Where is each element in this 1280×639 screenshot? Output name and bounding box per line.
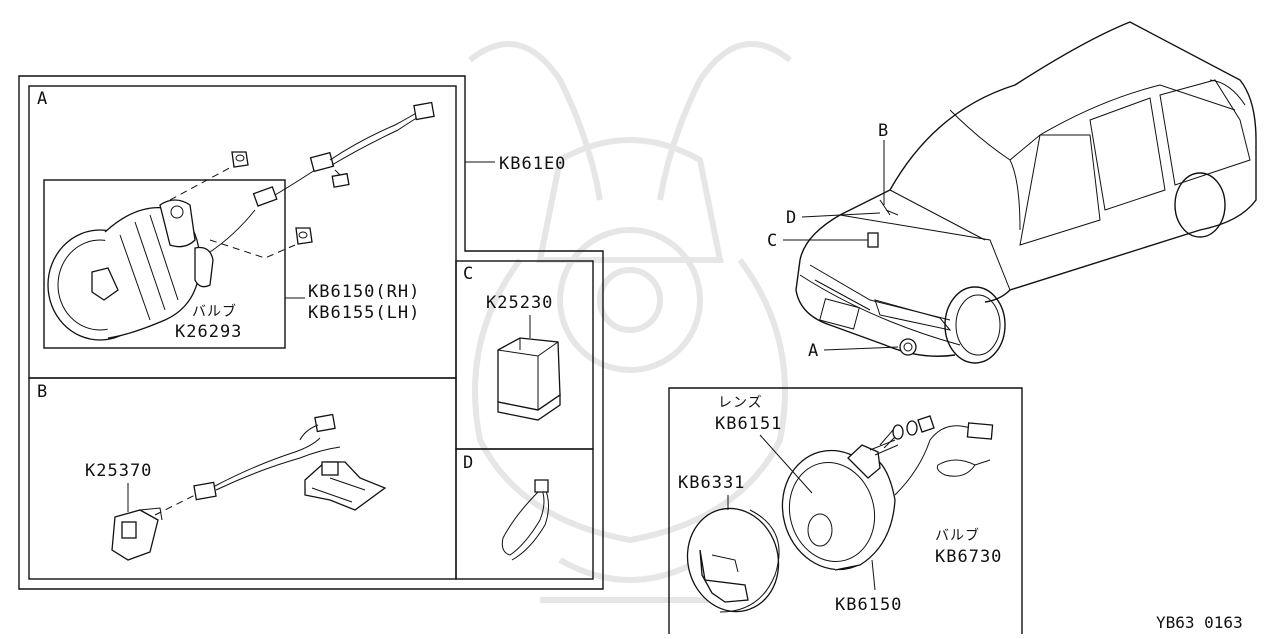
watermark-emblem [468, 41, 792, 603]
leader-lens [759, 434, 813, 494]
section-letter-d: D [463, 453, 474, 473]
section-letter-a: A [37, 89, 48, 109]
leader-lamp-detail [871, 559, 876, 591]
callout-relay: K25230 [486, 293, 553, 313]
callout-lamp-detail: KB6150 [835, 595, 902, 615]
switch-drawing [111, 413, 387, 561]
car-leader-d [801, 212, 881, 218]
part-code: YB63 0163 [1156, 613, 1243, 632]
callout-cover: KB6331 [678, 473, 745, 493]
cable-tie-drawing [501, 479, 549, 561]
callout-lens: KB6151 [715, 414, 782, 434]
car-drawing [795, 21, 1257, 364]
callout-bulb-detail: KB6730 [935, 547, 1002, 567]
car-marker-b: B [878, 121, 889, 141]
lamp-inner-box [43, 179, 286, 349]
callout-lens-jp: レンズ [718, 395, 763, 411]
relay-drawing [497, 337, 561, 421]
section-d-box [455, 448, 594, 580]
fog-lamp-drawing [47, 151, 313, 341]
kit-outline [18, 75, 604, 590]
callout-bulb-jp: バルブ [192, 303, 237, 320]
car-marker-d: D [786, 208, 797, 228]
harness-a-drawing [274, 101, 435, 196]
callout-fog-lamp-rh: KB6150(RH) [308, 282, 420, 302]
callout-bulb-a: K26293 [175, 322, 242, 342]
lamp-detail-drawing [686, 415, 994, 613]
car-marker-a: A [808, 341, 819, 361]
callout-fog-lamp-lh: KB6155(LH) [308, 303, 420, 323]
callout-kit: KB61E0 [499, 154, 566, 174]
car-marker-c: C [767, 231, 778, 251]
callout-bulb-detail-jp: バルブ [935, 527, 980, 544]
callout-switch: K25370 [85, 461, 152, 481]
section-letter-c: C [463, 264, 474, 284]
car-leader-a [823, 346, 899, 351]
detail-box [668, 387, 1023, 634]
section-letter-b: B [37, 382, 48, 402]
